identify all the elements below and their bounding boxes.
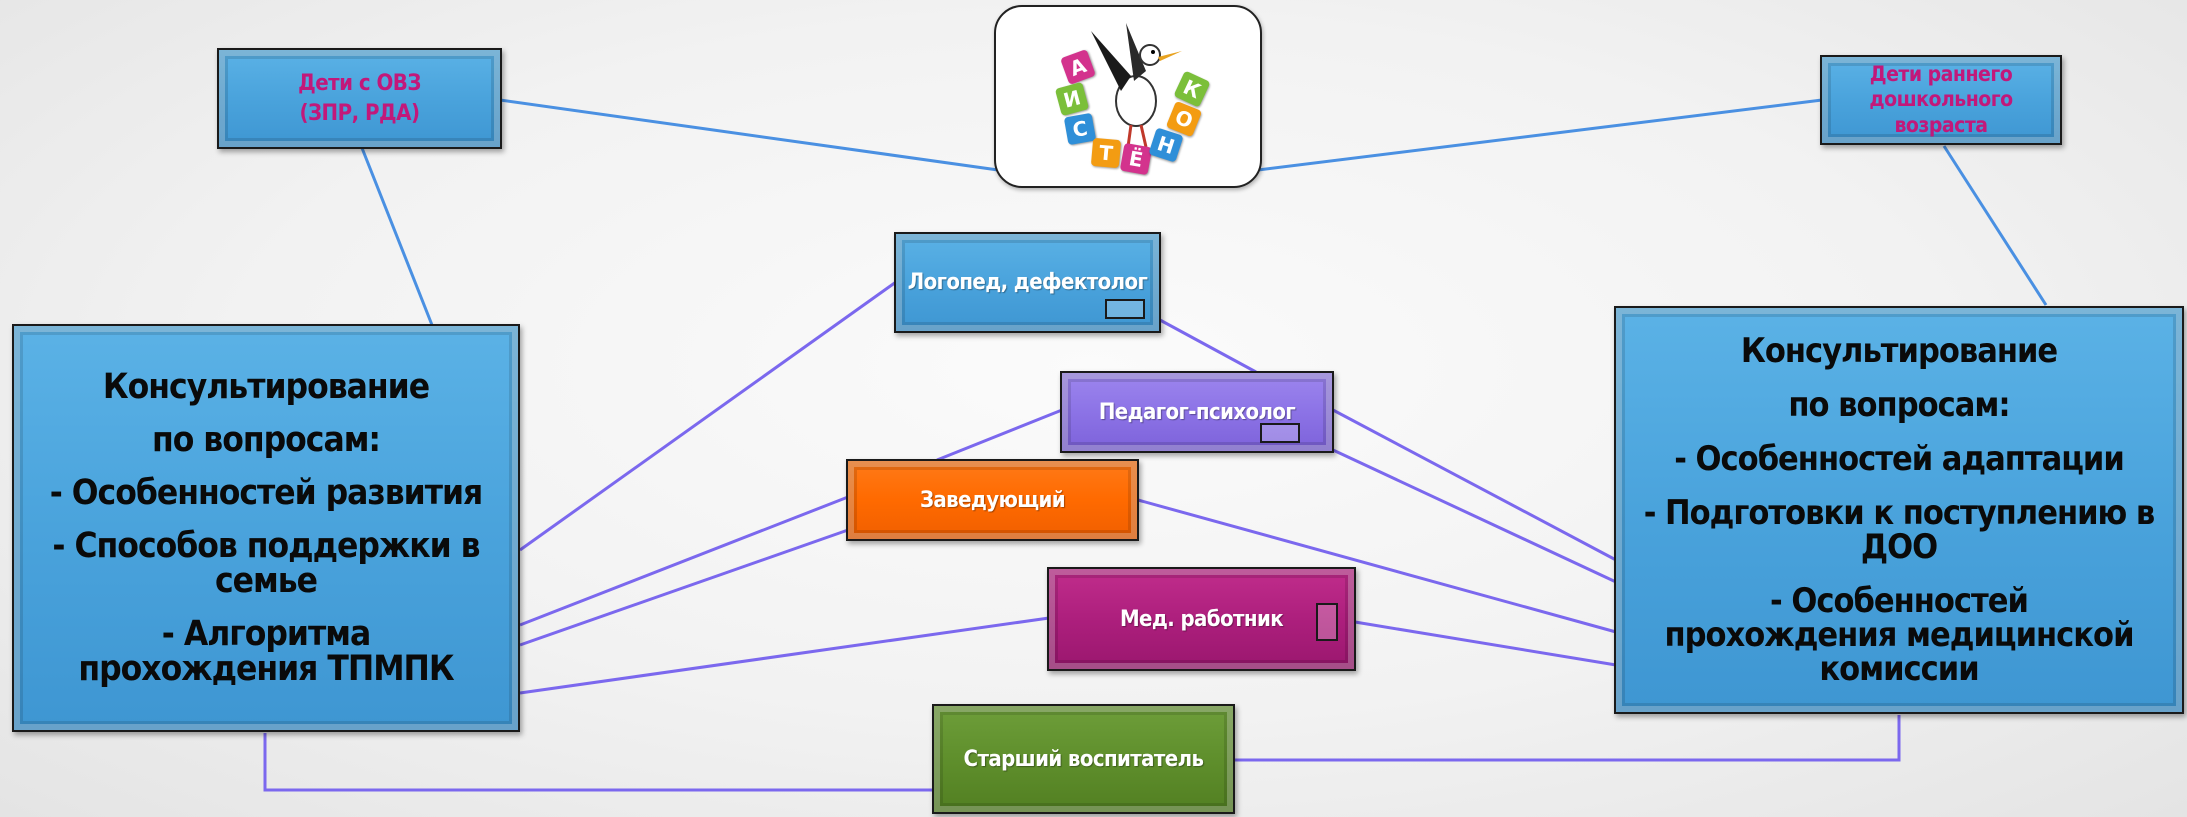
line-left-to-medic (519, 616, 1050, 695)
line-early-to-consult-right (1942, 145, 2048, 306)
node-head: Заведующий (846, 459, 1139, 541)
node-logoped: Логопед, дефектолог (894, 232, 1161, 333)
line-left-to-psych (936, 408, 1063, 462)
logo-letter-t: Т (1090, 137, 1122, 169)
node-senior-educator: Старший воспитатель (932, 704, 1235, 814)
document-icon (1316, 603, 1338, 641)
stork-icon (1091, 23, 1182, 148)
line-left-to-logoped (519, 280, 897, 552)
line-psych-to-right-1 (1332, 408, 1617, 562)
node-children-ovz: Дети с ОВЗ (ЗПР, РДА) (217, 48, 502, 149)
line-logo-to-early (1257, 98, 1823, 172)
consult-right-item: - Подготовки к поступлению в ДОО (1643, 493, 2156, 567)
consult-left-item: - Алгоритма прохождения ТПМПК (78, 613, 454, 689)
line-medic-to-right (1354, 620, 1617, 667)
line-ovz-to-consult-left (360, 147, 434, 326)
line-psych-to-right-2 (1332, 448, 1617, 584)
consult-left-subtitle: по вопросам: (151, 419, 381, 460)
node-logoped-label: Логопед, дефектолог (907, 270, 1148, 295)
line-ovz-to-logo (499, 98, 999, 172)
node-psychologist-label: Педагог-психолог (1098, 399, 1296, 425)
logo-aistenok: А И С Т Ё Н О К (994, 5, 1262, 188)
logo-letter-yo: Ё (1119, 142, 1153, 176)
line-head-to-right (1137, 498, 1617, 634)
consult-right-panel: Консультирование по вопросам: - Особенно… (1614, 306, 2184, 714)
node-medic-label: Мед. работник (1119, 606, 1284, 632)
consult-right-title: Консультирование (1740, 331, 2058, 371)
consult-right-item: - Особенностей прохождения медицинской к… (1664, 581, 2134, 689)
line-senior-to-right (1234, 715, 1901, 762)
consult-left-item: - Особенностей развития (49, 472, 483, 513)
document-icon (1260, 423, 1300, 443)
consult-right-item: - Особенностей адаптации (1674, 439, 2125, 479)
node-psychologist: Педагог-психолог (1060, 371, 1334, 453)
node-early-children-label: Дети раннего дошкольного возраста (1869, 62, 2013, 137)
consult-left-panel: Консультирование по вопросам: - Особенно… (12, 324, 520, 732)
node-head-label: Заведующий (919, 487, 1066, 513)
logo-letter-s: С (1063, 112, 1097, 146)
node-early-children: Дети раннего дошкольного возраста (1820, 55, 2062, 145)
node-medic: Мед. работник (1047, 567, 1356, 671)
node-children-ovz-label: Дети с ОВЗ (ЗПР, РДА) (298, 70, 421, 126)
line-left-to-senior (263, 733, 934, 792)
document-icon (1105, 299, 1145, 319)
line-left-to-head-1 (519, 495, 849, 627)
line-logoped-to-psych (1159, 318, 1257, 374)
node-senior-educator-label: Старший воспитатель (963, 746, 1205, 772)
consult-left-title: Консультирование (102, 366, 430, 407)
consult-left-item: - Способов поддержки в семье (52, 525, 480, 601)
consult-right-subtitle: по вопросам: (1788, 385, 2010, 425)
line-left-to-head-2 (519, 528, 849, 647)
logo-letter-i: И (1054, 81, 1090, 117)
